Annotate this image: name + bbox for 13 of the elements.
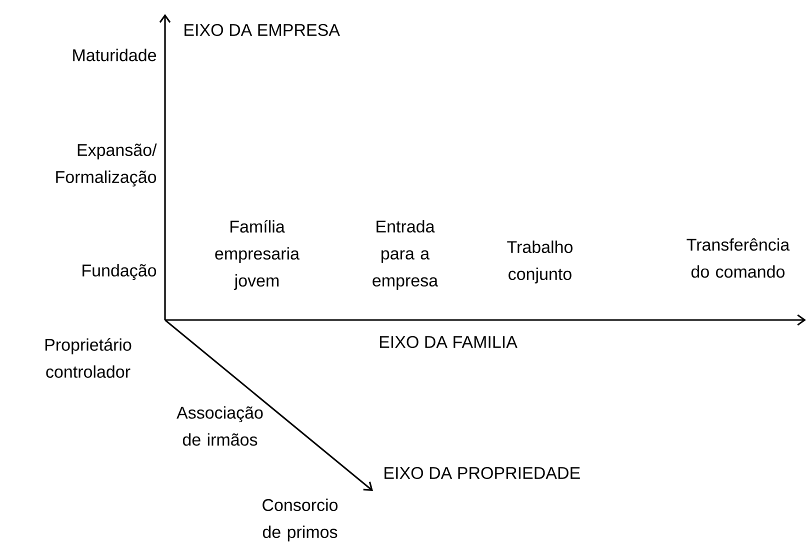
axis-title: EIXO DA PROPRIEDADE — [384, 466, 580, 480]
stage-label: Consorcio de primos — [262, 498, 338, 542]
stage-label: Trabalho conjunto — [507, 240, 572, 284]
axis-tick-label: Expansão/ Formalização — [56, 144, 157, 186]
axis-title: EIXO DA FAMILIA — [380, 336, 518, 348]
stage-label: Família empresaria jovem — [215, 220, 300, 290]
axis-title: EIXO DA EMPRESA — [184, 24, 340, 36]
stage-label: Transferência do comando — [686, 238, 790, 278]
stage-label: Associação de irmãos — [176, 406, 263, 446]
stage-label: Entrada para a empresa — [372, 220, 438, 290]
axis-tick-label: Maturidade — [73, 48, 156, 62]
axis-tick-label: Fundação — [82, 264, 156, 280]
stage-label: Proprietário controlador — [45, 338, 132, 378]
